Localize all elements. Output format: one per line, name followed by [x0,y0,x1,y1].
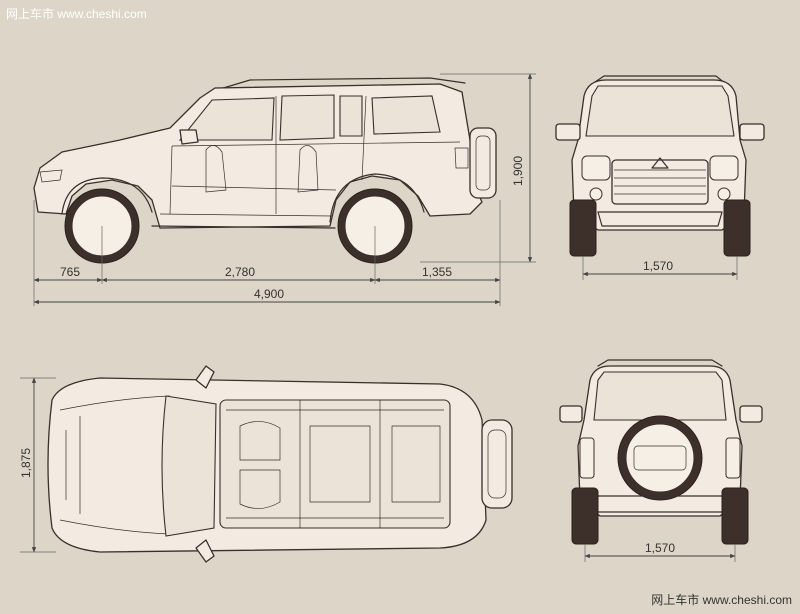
dim-height: 1,900 [511,156,525,186]
side-view: 765 2,780 1,355 4,900 1,900 [33,73,536,306]
rear-view: 1,570 [559,359,763,562]
quarter-window [371,95,441,135]
rear-window [593,371,727,421]
dim-rear-overhang: 1,355 [422,265,452,279]
watermark-top: 网上车市 www.cheshi.com [6,7,147,21]
top-windshield [161,395,217,537]
top-view: 1,875 [19,365,513,563]
pillar-window [339,95,363,137]
watermark-bottom: 网上车市 www.cheshi.com [651,593,792,607]
front-door-window [178,97,275,141]
dim-length: 4,900 [254,287,284,301]
dim-rear-track: 1,570 [645,541,675,555]
dim-front-track: 1,570 [643,259,673,273]
dim-front-overhang: 765 [60,265,80,279]
front-view: 1,570 [555,75,765,280]
dim-wheelbase: 2,780 [225,265,255,279]
rear-door-window [279,94,335,141]
spare-tire [469,127,497,199]
dim-width: 1,875 [19,448,33,478]
windshield [585,85,735,137]
